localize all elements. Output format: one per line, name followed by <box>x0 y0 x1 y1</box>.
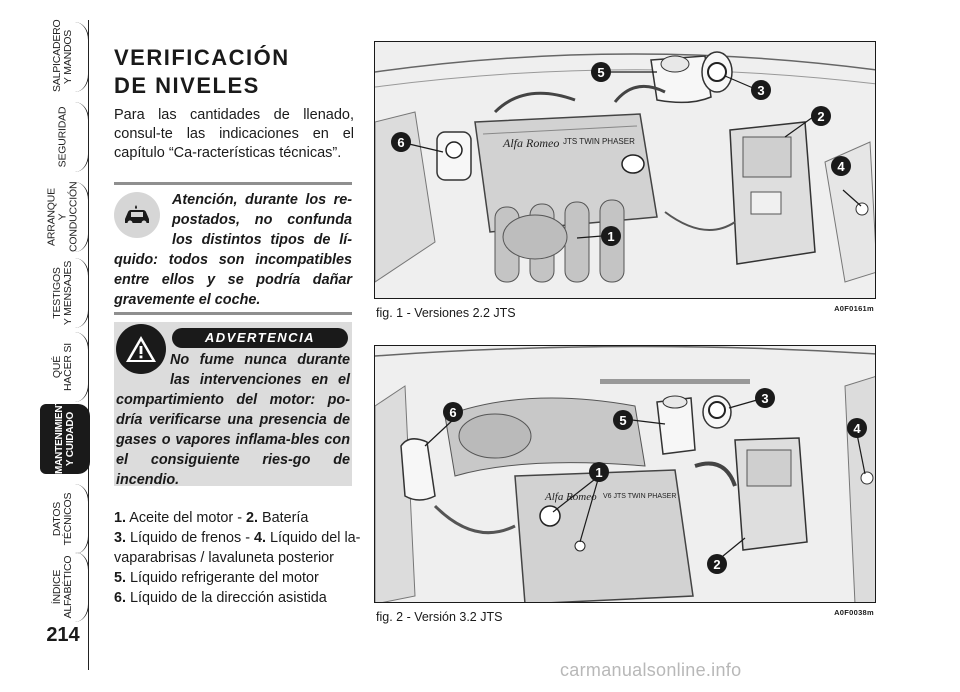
tab-label: ÍNDICE ALFABÉTICO <box>51 555 74 619</box>
callout-label: 4 <box>853 421 861 436</box>
legend-number: 2. <box>246 510 259 526</box>
tab-edge <box>75 22 89 92</box>
callout-markers: 6 5 3 4 1 2 <box>443 388 867 574</box>
warning-notice: ADVERTENCIA No fume nunca durante las in… <box>114 322 352 488</box>
warning-top-rule <box>114 312 352 315</box>
engine-figure-1: Alfa Romeo JTS TWIN PHASER <box>374 41 876 299</box>
legend-number: 6. <box>114 590 127 606</box>
legend-line: 3. Líquido de frenos - 4. Líquido del la… <box>114 530 361 566</box>
callout-label: 6 <box>449 405 456 420</box>
engine-illustration-3-2-jts: Alfa Romeo V6 JTS TWIN PHASER <box>375 346 875 602</box>
tab-mantenimiento-active[interactable]: MANTENIMIENTO Y CUIDADO <box>40 392 90 474</box>
parts-legend: 1. Aceite del motor - 2. Batería 3. Líqu… <box>114 508 364 608</box>
callout-label: 3 <box>761 391 768 406</box>
tab-arranque[interactable]: ARRANQUE Y CONDUCCIÓN <box>38 181 89 252</box>
tab-edge <box>75 182 89 252</box>
tab-label: DATOS TÉCNICOS <box>51 492 74 546</box>
tab-datos-tecnicos[interactable]: DATOS TÉCNICOS <box>38 484 89 554</box>
engine-brand: Alfa Romeo <box>544 491 597 503</box>
warning-badge: ADVERTENCIA <box>172 328 348 348</box>
tab-label: ARRANQUE Y CONDUCCIÓN <box>45 181 80 252</box>
tab-seguridad[interactable]: SEGURIDAD <box>38 102 89 172</box>
figure-code: A0F0038m <box>834 608 874 617</box>
legend-text: Líquido de la dirección asistida <box>130 590 327 606</box>
tab-edge <box>75 258 89 328</box>
engine-label: JTS TWIN PHASER <box>563 137 635 146</box>
callout-label: 6 <box>397 135 404 150</box>
legend-number: 5. <box>114 570 127 586</box>
intro-paragraph: Para las cantidades de llenado, consul-t… <box>114 107 354 161</box>
figure-code: A0F0161m <box>834 304 874 313</box>
tab-label: SEGURIDAD <box>56 106 69 168</box>
tab-edge <box>75 484 89 554</box>
legend-text: Batería <box>262 510 309 526</box>
legend-text: Líquido refrigerante del motor <box>130 570 319 586</box>
figure-caption: fig. 2 - Versión 3.2 JTS <box>376 610 503 624</box>
tab-que-hacer-si[interactable]: QUÉ HACER SI <box>38 332 89 402</box>
legend-text: Líquido de frenos <box>130 530 242 546</box>
caution-text: Atención, durante los re-postados, no co… <box>114 190 352 310</box>
callout-label: 5 <box>619 413 626 428</box>
legend-text: Aceite del motor <box>129 510 234 526</box>
tab-label: MANTENIMIENTO Y CUIDADO <box>54 392 76 474</box>
warning-text: No fume nunca durante las intervenciones… <box>116 350 350 490</box>
callout-label: 1 <box>607 229 614 244</box>
engine-brand: Alfa Romeo <box>502 136 559 150</box>
tab-edge <box>75 332 89 402</box>
tab-label: TESTIGOS Y MENSAJES <box>51 260 74 326</box>
callout-label: 3 <box>757 83 764 98</box>
tab-label: SALPICADERO Y MANDOS <box>51 19 74 93</box>
engine-label: V6 JTS TWIN PHASER <box>603 493 676 500</box>
page-title: VERIFICACIÓN DE NIVELES <box>114 45 290 98</box>
callout-label: 1 <box>595 465 602 480</box>
callout-label: 5 <box>597 65 604 80</box>
callout-label: 2 <box>713 557 720 572</box>
legend-text: Líquido del la-vaparabrisas / lavaluneta… <box>114 530 361 566</box>
caution-top-rule <box>114 182 352 185</box>
warning-text-content: No fume nunca durante las intervenciones… <box>116 352 350 488</box>
tab-edge <box>75 552 89 622</box>
watermark: carmanualsonline.info <box>560 660 742 680</box>
section-tab-strip: SALPICADERO Y MANDOS SEGURIDAD ARRANQUE … <box>0 0 92 692</box>
engine-figure-2: Alfa Romeo V6 JTS TWIN PHASER <box>374 345 876 603</box>
callout-label: 2 <box>817 109 824 124</box>
page-number: 214 <box>46 624 80 646</box>
callout-label: 4 <box>837 159 845 174</box>
warning-triangle-icon <box>116 324 166 374</box>
tab-testigos[interactable]: TESTIGOS Y MENSAJES <box>38 258 89 328</box>
legend-line: 5. Líquido refrigerante del motor <box>114 568 364 588</box>
tab-salpicadero[interactable]: SALPICADERO Y MANDOS <box>38 19 89 93</box>
callout-markers: 5 3 2 6 4 1 <box>391 62 851 246</box>
figure-caption: fig. 1 - Versiones 2.2 JTS <box>376 306 516 320</box>
legend-number: 3. <box>114 530 127 546</box>
caution-notice: Atención, durante los re-postados, no co… <box>114 190 354 308</box>
engine-illustration-2-2-jts: Alfa Romeo JTS TWIN PHASER <box>375 42 875 298</box>
caution-text-content: Atención, durante los re-postados, no co… <box>114 192 352 308</box>
legend-line: 6. Líquido de la dirección asistida <box>114 588 364 608</box>
tab-indice[interactable]: ÍNDICE ALFABÉTICO <box>38 552 89 622</box>
legend-number: 1. <box>114 510 127 526</box>
car-fluid-caution-icon <box>114 192 160 238</box>
legend-number: 4. <box>254 530 267 546</box>
tab-edge <box>75 102 89 172</box>
legend-line: 1. Aceite del motor - 2. Batería <box>114 510 309 526</box>
